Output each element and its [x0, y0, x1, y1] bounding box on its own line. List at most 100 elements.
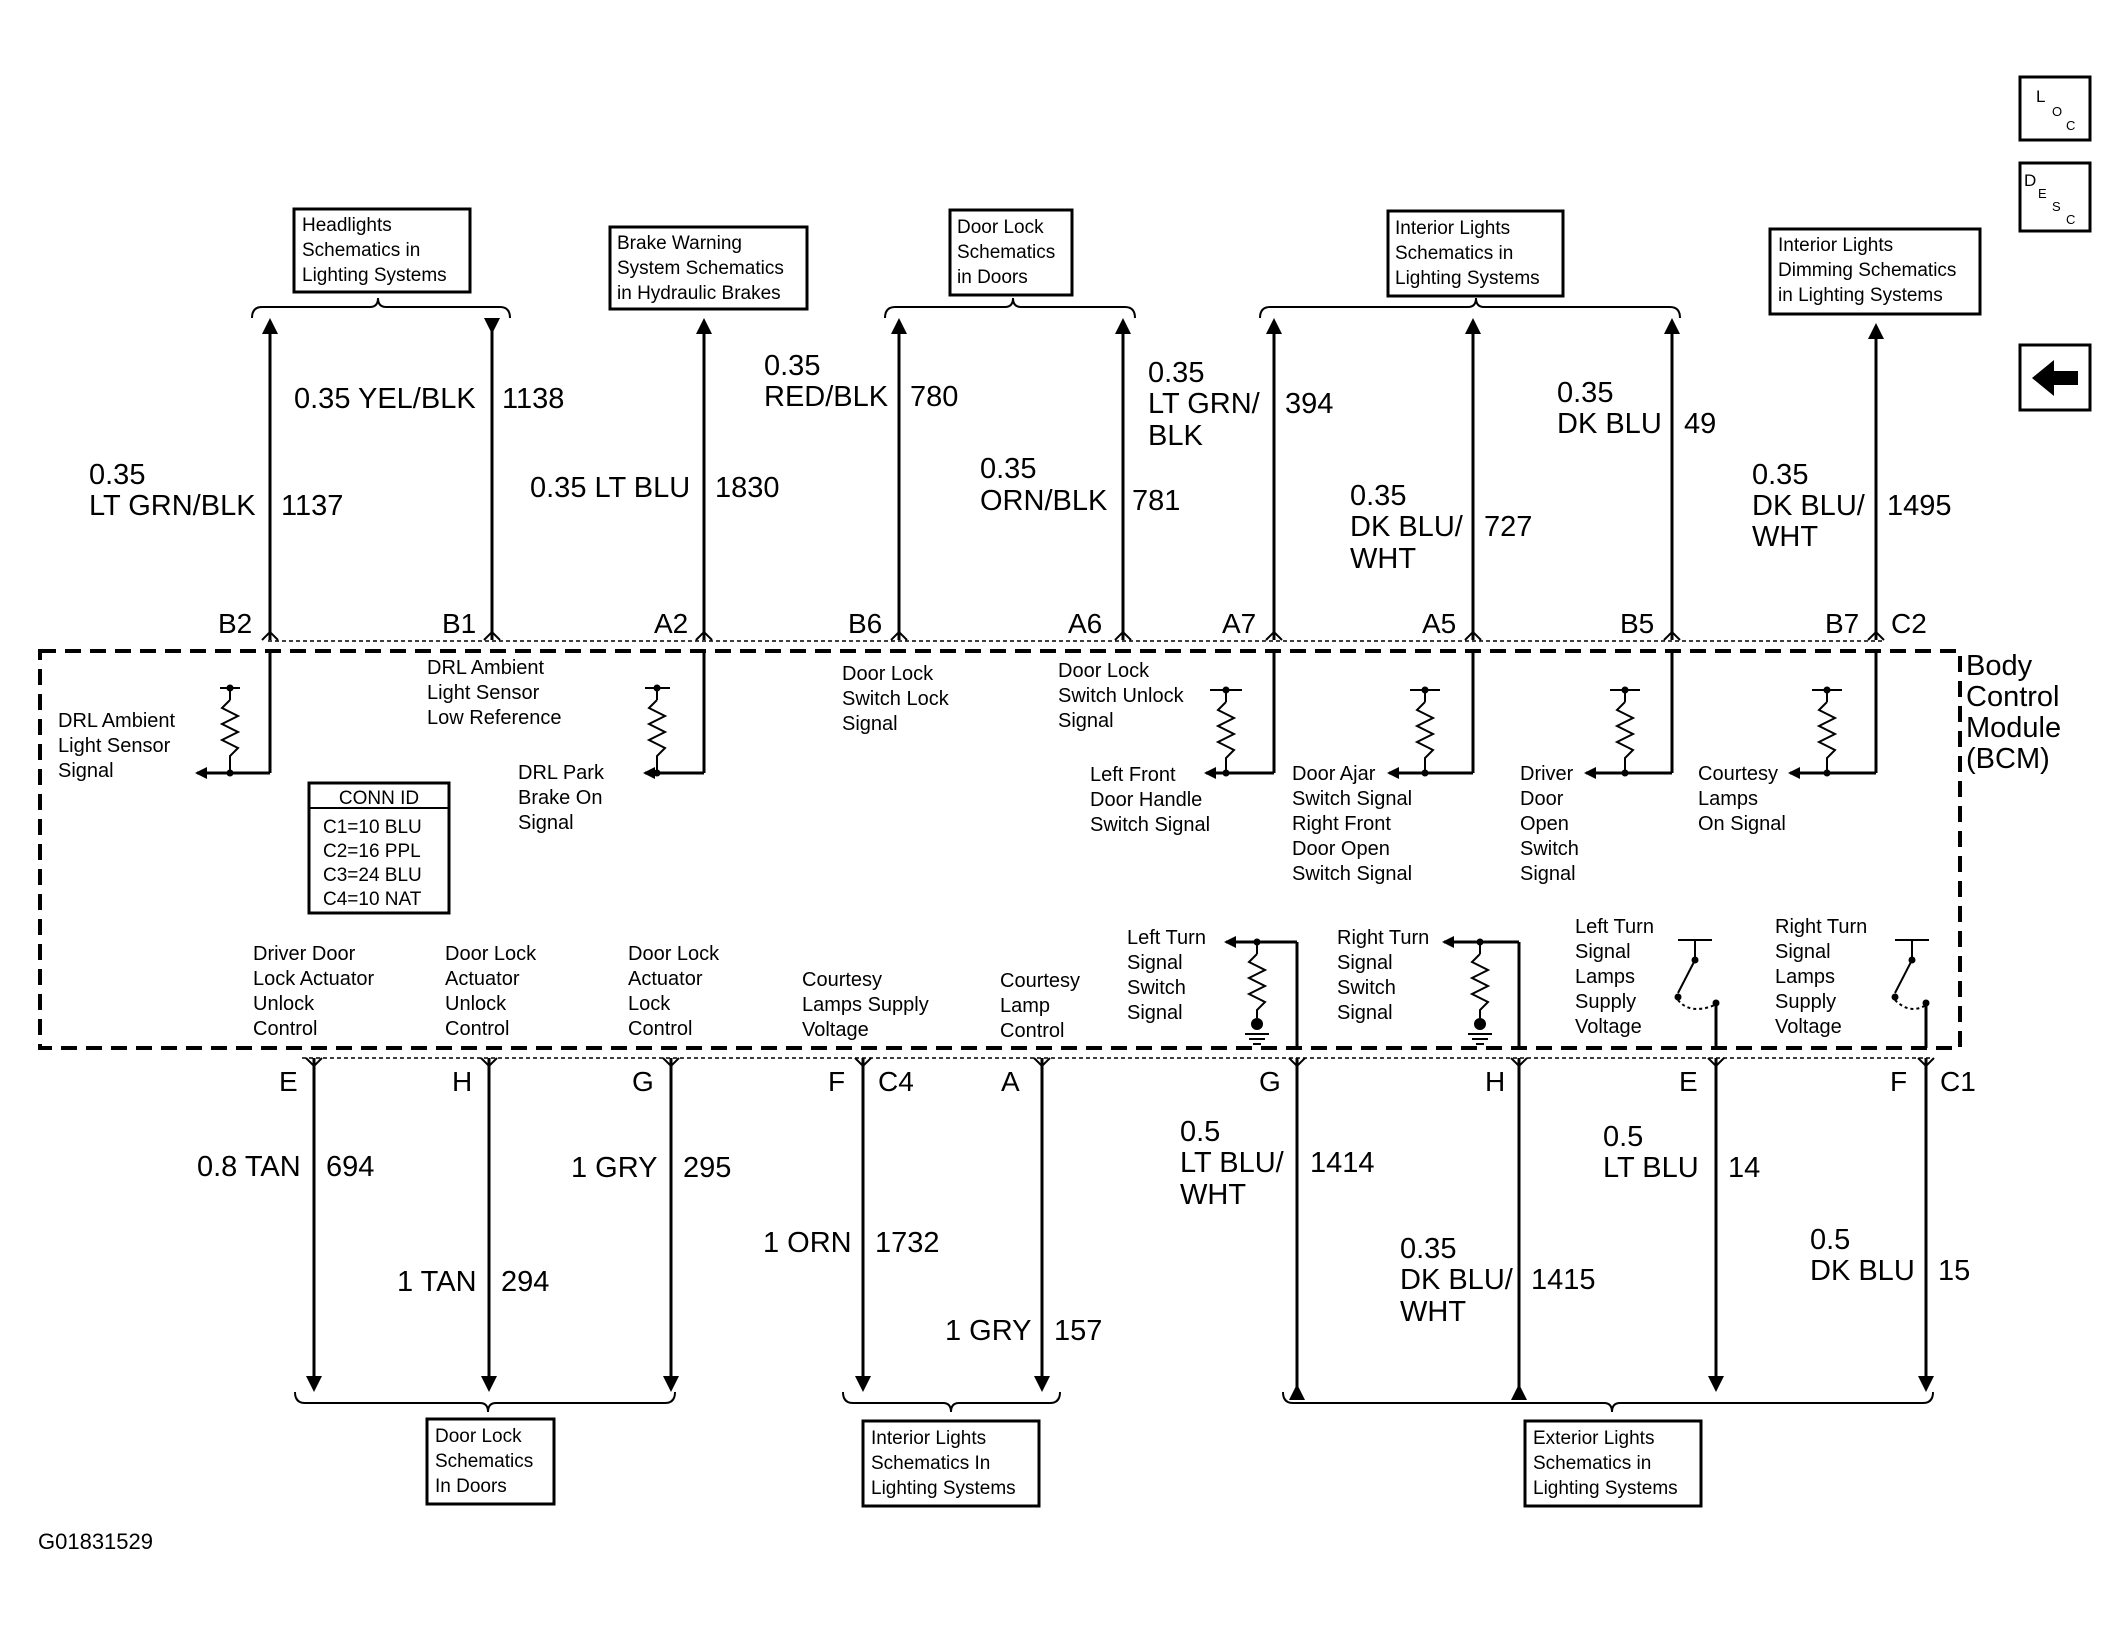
svg-text:Left Front: Left Front [1090, 764, 1176, 786]
ref-exterior-lights[interactable]: Exterior Lights Schematics in Lighting S… [1282, 1391, 1934, 1508]
label-door-lock-actuator-unlock: Door Lock Actuator Unlock Control [445, 943, 537, 1040]
svg-text:B7: B7 [1825, 608, 1859, 639]
svg-text:Switch Lock: Switch Lock [842, 688, 950, 710]
ref-interior-lights-bottom[interactable]: Interior Lights Schematics In Lighting S… [842, 1391, 1061, 1508]
svg-text:Actuator: Actuator [445, 968, 520, 990]
svg-text:in Doors: in Doors [957, 267, 1028, 288]
svg-text:A6: A6 [1068, 608, 1102, 639]
left-arrow-icon [2032, 360, 2078, 396]
svg-text:Lamps: Lamps [1775, 966, 1835, 988]
ref-door-lock-bottom[interactable]: Door Lock Schematics In Doors [294, 1391, 676, 1506]
circuit-drl-ambient: DRL Ambient Light Sensor Signal [58, 652, 272, 782]
wire-1138: 0.35 YEL/BLK 1138 B1 [294, 318, 564, 640]
svg-text:WHT: WHT [1350, 543, 1416, 575]
wire-727: 0.35 DK BLU/ WHT 727 A5 [1350, 318, 1532, 640]
svg-text:Unlock: Unlock [445, 993, 507, 1015]
svg-text:Switch Unlock: Switch Unlock [1058, 685, 1185, 707]
svg-text:H: H [452, 1066, 472, 1097]
circuit-door-ajar: Door Ajar Switch Signal Right Front Door… [1292, 652, 1475, 885]
svg-text:A5: A5 [1422, 608, 1456, 639]
label-door-lock-switch-unlock: Door Lock Switch Unlock Signal [1058, 660, 1185, 732]
svg-text:1495: 1495 [1887, 490, 1952, 522]
svg-text:0.35: 0.35 [764, 350, 820, 382]
loc-button[interactable]: L O C [2018, 75, 2092, 142]
svg-text:Signal: Signal [1127, 1002, 1183, 1024]
ref-brake-warning[interactable]: Brake Warning System Schematics in Hydra… [608, 225, 809, 311]
svg-text:G: G [1259, 1066, 1281, 1097]
svg-text:0.5: 0.5 [1180, 1116, 1220, 1148]
svg-text:C: C [2066, 118, 2075, 133]
svg-text:Right Turn: Right Turn [1775, 916, 1867, 938]
wire-157: A 1 GRY 157 [945, 1058, 1102, 1392]
svg-text:C: C [2066, 212, 2075, 227]
svg-text:E: E [1679, 1066, 1698, 1097]
svg-text:ORN/BLK: ORN/BLK [980, 485, 1108, 517]
svg-text:DRL Park: DRL Park [518, 762, 605, 784]
svg-text:Switch Signal: Switch Signal [1090, 814, 1210, 836]
svg-text:Brake Warning: Brake Warning [617, 233, 742, 254]
svg-text:Switch: Switch [1520, 838, 1579, 860]
svg-text:DK BLU/: DK BLU/ [1350, 511, 1464, 543]
svg-text:Door Lock: Door Lock [435, 1426, 522, 1447]
desc-button[interactable]: D E S C [2018, 161, 2092, 233]
label-drl-low-ref: DRL Ambient Light Sensor Low Reference [427, 657, 562, 729]
label-door-lock-switch-lock: Door Lock Switch Lock Signal [842, 663, 950, 735]
svg-text:Signal: Signal [1127, 952, 1183, 974]
svg-text:Lighting Systems: Lighting Systems [1533, 1478, 1678, 1499]
svg-text:Signal: Signal [1337, 952, 1393, 974]
circuit-lf-door-handle: Left Front Door Handle Switch Signal [1090, 652, 1276, 836]
wire-15: F C1 0.5 DK BLU 15 [1810, 1058, 1976, 1392]
circuit-right-turn-lamp-supply: Right Turn Signal Lamps Supply Voltage [1775, 916, 1930, 1048]
svg-text:DK BLU/: DK BLU/ [1400, 1264, 1514, 1296]
ref-interior-lights-top[interactable]: Interior Lights Schematics in Lighting S… [1259, 209, 1681, 319]
svg-text:Exterior Lights: Exterior Lights [1533, 1428, 1654, 1449]
svg-text:Voltage: Voltage [1575, 1016, 1642, 1038]
ref-door-lock-top[interactable]: Door Lock Schematics in Doors [884, 208, 1136, 319]
svg-text:System Schematics: System Schematics [617, 258, 784, 279]
svg-text:LT GRN/: LT GRN/ [1148, 388, 1261, 420]
svg-text:Control: Control [253, 1018, 317, 1040]
top-pin-ticks [261, 630, 1885, 641]
svg-text:Signal: Signal [58, 760, 114, 782]
svg-text:Driver: Driver [1520, 763, 1574, 785]
svg-text:294: 294 [501, 1266, 549, 1298]
svg-text:Schematics in: Schematics in [1395, 243, 1513, 264]
svg-text:Door Lock: Door Lock [957, 217, 1044, 238]
svg-text:Lamp: Lamp [1000, 995, 1050, 1017]
svg-text:Schematics: Schematics [435, 1451, 533, 1472]
svg-text:C4=10 NAT: C4=10 NAT [323, 889, 422, 910]
svg-text:Left Turn: Left Turn [1575, 916, 1654, 938]
svg-text:in Hydraulic Brakes: in Hydraulic Brakes [617, 283, 781, 304]
ref-interior-dimming[interactable]: Interior Lights Dimming Schematics in Li… [1768, 227, 1982, 316]
svg-text:B2: B2 [218, 608, 252, 639]
svg-text:DK BLU/: DK BLU/ [1752, 490, 1866, 522]
svg-text:1415: 1415 [1531, 1264, 1596, 1296]
svg-text:Door: Door [1520, 788, 1564, 810]
svg-text:Signal: Signal [1575, 941, 1631, 963]
svg-text:F: F [1890, 1066, 1907, 1097]
svg-text:B6: B6 [848, 608, 882, 639]
svg-text:C1: C1 [1940, 1066, 1976, 1097]
wire-1732: F C4 1 ORN 1732 [763, 1058, 940, 1392]
wire-1414: G 0.5 LT BLU/ WHT 1414 [1180, 1058, 1375, 1400]
svg-text:in Lighting Systems: in Lighting Systems [1778, 285, 1943, 306]
svg-text:LT BLU: LT BLU [1603, 1152, 1699, 1184]
svg-text:727: 727 [1484, 511, 1532, 543]
svg-text:Control: Control [628, 1018, 692, 1040]
svg-text:Lighting Systems: Lighting Systems [1395, 268, 1540, 289]
svg-text:Signal: Signal [518, 812, 574, 834]
svg-text:0.5: 0.5 [1810, 1224, 1850, 1256]
svg-text:Schematics: Schematics [957, 242, 1055, 263]
circuit-courtesy-lamps-on: Courtesy Lamps On Signal [1698, 652, 1878, 835]
figure-id: G01831529 [38, 1529, 153, 1554]
svg-text:Control: Control [1966, 681, 2060, 713]
svg-text:0.35: 0.35 [1752, 459, 1808, 491]
wire-394: 0.35 LT GRN/ BLK 394 A7 [1148, 318, 1333, 640]
svg-text:Right Front: Right Front [1292, 813, 1391, 835]
svg-text:1732: 1732 [875, 1227, 940, 1259]
svg-text:0.8 TAN: 0.8 TAN [197, 1151, 301, 1183]
svg-text:Switch: Switch [1337, 977, 1396, 999]
svg-text:Switch: Switch [1127, 977, 1186, 999]
ref-headlights[interactable]: Headlights Schematics in Lighting System… [251, 207, 511, 319]
back-button[interactable] [2018, 343, 2092, 412]
